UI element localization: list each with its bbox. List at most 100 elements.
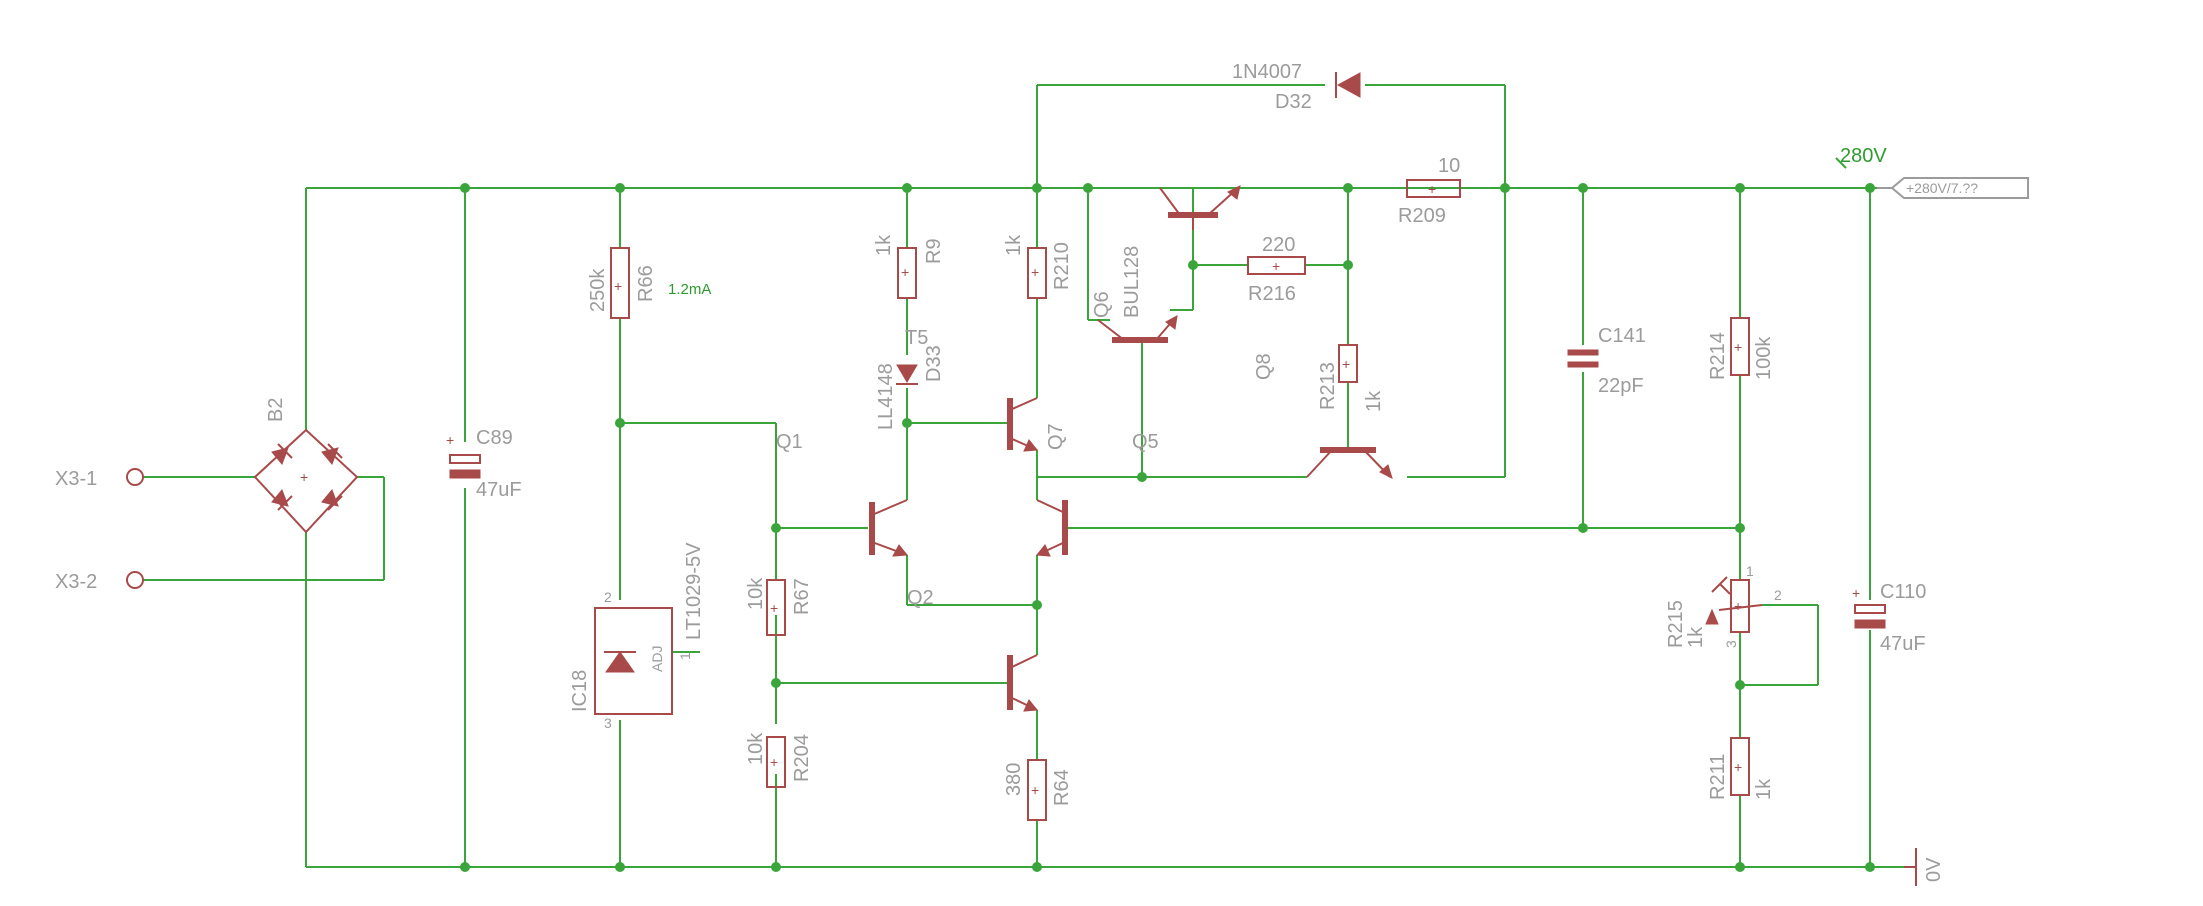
r215-pin3-label: 3 xyxy=(1723,640,1739,648)
bridge-rectifier-b2[interactable]: + B2 xyxy=(253,398,359,534)
r214-value-label: 100k xyxy=(1753,336,1775,380)
ic18-name-label: IC18 xyxy=(569,670,591,712)
capacitor-c110[interactable]: + C110 47uF xyxy=(1852,581,1926,655)
svg-text:+: + xyxy=(1342,356,1350,372)
resistor-r9[interactable]: + 1k R9 xyxy=(873,234,945,299)
net-flag-280v[interactable]: +280V/7.?? xyxy=(1877,177,2029,199)
r215-pin1-label: 1 xyxy=(1746,563,1754,579)
resistor-r66[interactable]: + 250k R66 1.2mA xyxy=(587,247,711,319)
transistor-q3[interactable] xyxy=(1036,499,1068,557)
r210-name-label: R210 xyxy=(1051,242,1073,290)
d33-t-label: T5 xyxy=(905,327,928,349)
r204-value-label: 10k xyxy=(745,732,767,765)
r64-name-label: R64 xyxy=(1051,769,1073,806)
r216-value-label: 220 xyxy=(1262,234,1295,256)
wires xyxy=(143,84,1904,868)
net-flag-280v-label: +280V/7.?? xyxy=(1906,180,1978,196)
svg-text:+: + xyxy=(1734,339,1742,355)
connector-x3-2[interactable]: X3-2 xyxy=(55,571,144,593)
r67-value-label: 10k xyxy=(745,577,767,610)
svg-text:+: + xyxy=(770,754,778,770)
junctions xyxy=(460,183,1875,872)
svg-text:+: + xyxy=(1734,759,1742,775)
ground-0v[interactable]: 0V xyxy=(1904,848,1945,886)
svg-text:+: + xyxy=(446,432,454,448)
resistor-r213[interactable]: + R213 1k xyxy=(1317,344,1385,412)
c89-name-label: C89 xyxy=(476,427,513,449)
svg-text:+: + xyxy=(1428,181,1436,197)
svg-text:+: + xyxy=(1031,264,1039,280)
diode-d32[interactable]: 1N4007 D32 xyxy=(1232,61,1361,113)
transistor-q8[interactable]: Q8 xyxy=(1253,353,1393,479)
transistor-q7[interactable]: Q7 xyxy=(1007,397,1067,452)
r66-name-label: R66 xyxy=(635,265,657,302)
r67-name-label: R67 xyxy=(791,578,813,615)
c89-value-label: 47uF xyxy=(476,479,522,501)
svg-text:+: + xyxy=(1031,782,1039,798)
resistor-r204[interactable]: + 10k R204 xyxy=(745,732,813,788)
transistor-q4[interactable] xyxy=(1007,654,1038,712)
q1-name-label: Q1 xyxy=(776,431,803,453)
d32-part-label: 1N4007 xyxy=(1232,61,1302,83)
svg-text:+: + xyxy=(1734,598,1742,614)
r9-value-label: 1k xyxy=(873,234,895,256)
resistor-r211[interactable]: + R211 1k xyxy=(1707,737,1775,800)
r214-name-label: R214 xyxy=(1707,332,1729,380)
r215-name-label: R215 xyxy=(1665,600,1687,648)
ic18-pin3-label: 3 xyxy=(604,715,612,731)
resistor-r210[interactable]: + 1k R210 xyxy=(1003,234,1073,299)
r213-name-label: R213 xyxy=(1317,362,1339,410)
reference-ic18[interactable]: 2 3 1 ADJ IC18 LT1029-5V xyxy=(569,542,705,731)
svg-text:+: + xyxy=(1272,258,1280,274)
transistor-q5[interactable]: Q5 xyxy=(1097,315,1178,453)
r204-name-label: R204 xyxy=(791,734,813,782)
ic18-part-label: LT1029-5V xyxy=(683,542,705,640)
ic18-pin2-label: 2 xyxy=(604,589,612,605)
r216-name-label: R216 xyxy=(1248,283,1296,305)
d33-name-label: D33 xyxy=(923,345,945,382)
trimmer-r215[interactable]: + 1 2 3 R215 1k xyxy=(1665,563,1782,648)
r213-value-label: 1k xyxy=(1363,390,1385,412)
svg-text:+: + xyxy=(614,278,622,294)
capacitor-c141[interactable]: C141 22pF xyxy=(1567,325,1646,397)
capacitor-c89[interactable]: + C89 47uF xyxy=(446,427,522,501)
resistor-r67[interactable]: + 10k R67 xyxy=(745,577,813,636)
ic18-adj-label: ADJ xyxy=(649,646,665,672)
svg-text:+: + xyxy=(1852,585,1860,601)
connector-x3-2-label: X3-2 xyxy=(55,571,97,593)
resistor-r216[interactable]: + 220 R216 xyxy=(1247,234,1306,305)
c141-name-label: C141 xyxy=(1598,325,1646,347)
resistor-r209[interactable]: + 10 R209 xyxy=(1398,155,1461,227)
svg-text:+: + xyxy=(770,600,778,616)
d32-name-label: D32 xyxy=(1275,91,1312,113)
c110-name-label: C110 xyxy=(1880,581,1926,603)
resistor-r214[interactable]: + R214 100k xyxy=(1707,317,1775,380)
d33-part-label: LL4148 xyxy=(875,363,897,430)
q5-name-label: Q5 xyxy=(1132,431,1159,453)
r64-value-label: 380 xyxy=(1003,763,1025,796)
r209-name-label: R209 xyxy=(1398,205,1446,227)
q6-name-label: Q6 xyxy=(1091,291,1113,318)
q6-part-label: BUL128 xyxy=(1121,246,1143,318)
ic18-pin1-label: 1 xyxy=(677,652,693,660)
r215-value-label: 1k xyxy=(1685,626,1707,648)
ground-0v-label: 0V xyxy=(1923,857,1945,882)
c110-value-label: 47uF xyxy=(1880,633,1926,655)
c141-value-label: 22pF xyxy=(1598,375,1644,397)
q8-name-label: Q8 xyxy=(1253,353,1275,380)
transistor-q6[interactable]: Q6 BUL128 xyxy=(1091,185,1241,318)
resistor-r64[interactable]: + 380 R64 xyxy=(1003,759,1073,821)
r66-value-label: 250k xyxy=(587,268,609,312)
q2-name-label: Q2 xyxy=(907,587,934,609)
net-280v[interactable]: 280V xyxy=(1835,145,1887,169)
diode-d33[interactable]: T5 D33 LL4148 xyxy=(875,327,945,430)
transistor-q2[interactable]: Q1 Q2 xyxy=(776,431,934,609)
connector-x3-1[interactable]: X3-1 xyxy=(55,468,144,490)
r210-value-label: 1k xyxy=(1003,234,1025,256)
r211-name-label: R211 xyxy=(1707,754,1729,800)
r9-name-label: R9 xyxy=(923,238,945,264)
bridge-b2-label: B2 xyxy=(265,398,287,422)
r66-current-annotation: 1.2mA xyxy=(668,281,711,298)
net-280v-label: 280V xyxy=(1840,145,1887,167)
